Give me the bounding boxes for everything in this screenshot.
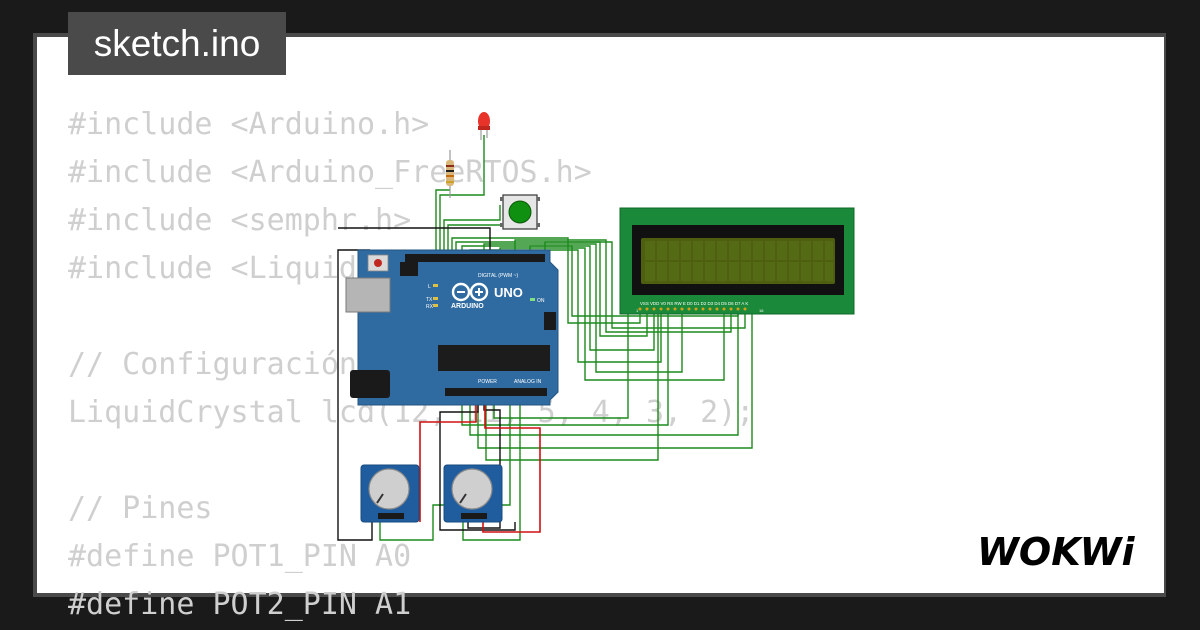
- atmega-chip: [438, 345, 550, 371]
- board-brand-label: ARDUINO: [451, 303, 484, 310]
- arduino-infinity-logo: [451, 282, 489, 302]
- on-label: ON: [537, 298, 545, 304]
- resistor: [446, 150, 454, 198]
- push-button[interactable]: [500, 194, 540, 230]
- code-line: #include <semphr.h>: [68, 203, 412, 238]
- code-line: // Configuración: [68, 347, 357, 382]
- power-jack: [350, 370, 390, 398]
- lcd-pin-last: 16: [759, 308, 764, 313]
- digital-label: DIGITAL (PWM ~): [478, 273, 518, 279]
- wokwi-logo: WOKWi: [977, 530, 1136, 574]
- power-analog-header: [445, 388, 547, 396]
- code-line: #define POT2_PIN A1: [68, 587, 412, 622]
- code-line: // Pines: [68, 491, 213, 526]
- code-background: #include <Arduino.h> #include <Arduino_Fr…: [68, 101, 754, 629]
- l-label: L: [428, 284, 431, 290]
- power-label: POWER: [478, 379, 497, 385]
- red-wires: [419, 395, 541, 533]
- lcd-pins: [638, 307, 747, 311]
- arduino-board[interactable]: UNO ARDUINO DIGITAL (PWM ~) POWER ANALOG…: [345, 249, 559, 406]
- board-model-label: UNO: [494, 285, 523, 300]
- rx-label: RX: [426, 304, 434, 310]
- potentiometer-1[interactable]: [360, 464, 420, 523]
- code-line: #include <Arduino_FreeRTOS.h>: [68, 155, 592, 190]
- tx-label: TX: [426, 297, 433, 303]
- lcd-pin-labels: VSS VDD V0 RS RW E D0 D1 D2 D3 D4 D5 D6 …: [640, 301, 748, 306]
- lcd-character-cells: [645, 241, 833, 281]
- lcd-display[interactable]: VSS VDD V0 RS RW E D0 D1 D2 D3 D4 D5 D6 …: [619, 207, 855, 315]
- file-tab[interactable]: sketch.ino: [68, 12, 286, 75]
- code-line: #include <Arduino.h>: [68, 107, 430, 142]
- lcd-pin-first: 1: [636, 308, 639, 313]
- file-tab-label: sketch.ino: [93, 23, 261, 64]
- analog-in-label: ANALOG IN: [514, 379, 542, 385]
- led[interactable]: [478, 112, 490, 140]
- usb-port: [345, 277, 391, 313]
- code-line: #define POT1_PIN A0: [68, 539, 412, 574]
- digital-header: [405, 254, 545, 262]
- icsp-header: [544, 312, 556, 330]
- wokwi-logo-text: WOKWi: [977, 530, 1136, 574]
- potentiometer-2[interactable]: [443, 464, 503, 523]
